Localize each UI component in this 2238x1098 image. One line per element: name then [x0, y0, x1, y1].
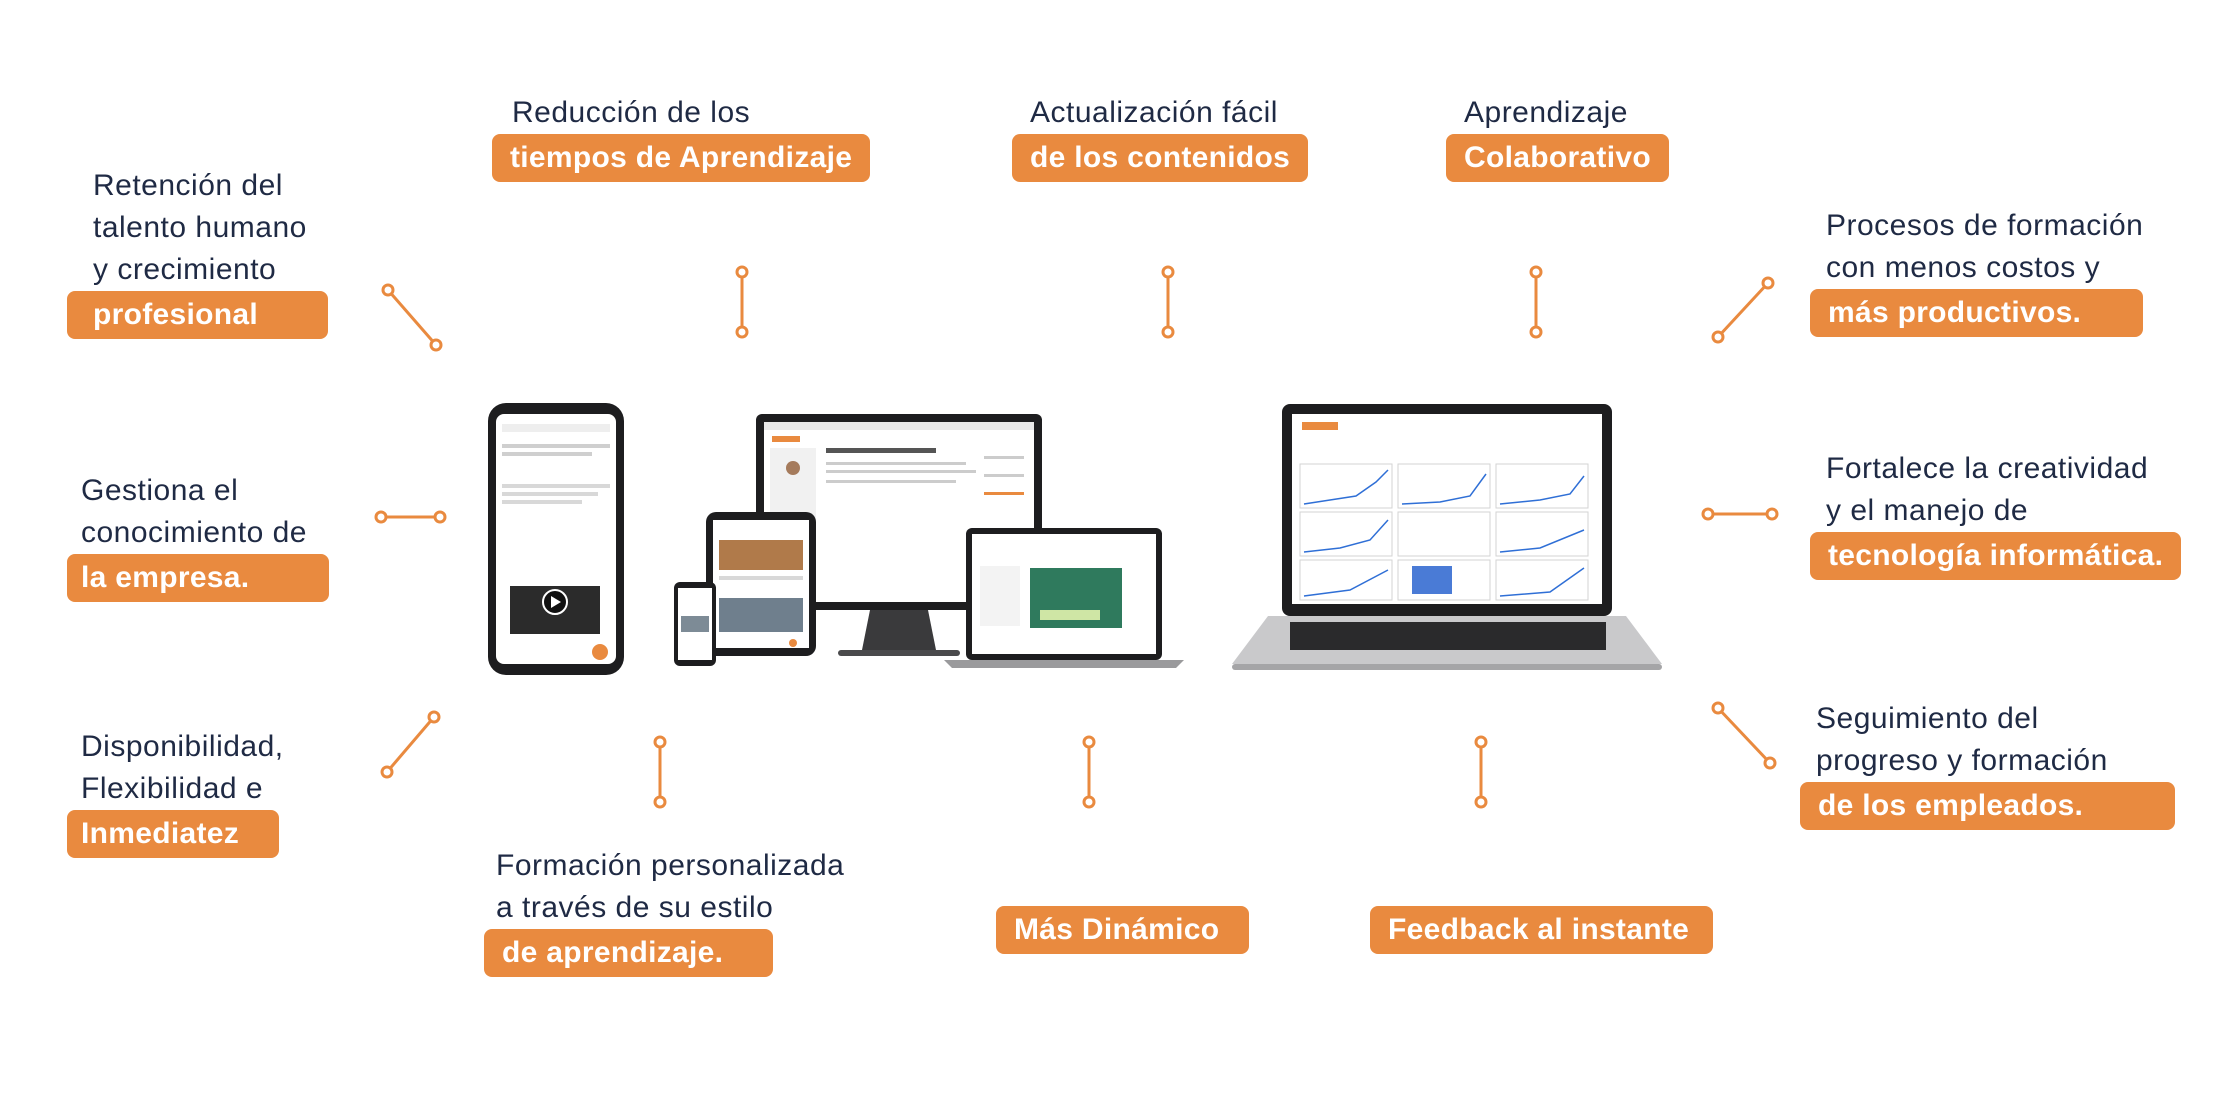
- benefit-reduccion-tiempos: Reducción de los tiempos de Aprendizaje: [492, 92, 871, 182]
- benefit-fortalece-creatividad: Fortalece la creatividad y el manejo de …: [1810, 448, 2182, 580]
- connector-bottom-3: [1474, 735, 1488, 809]
- benefit-highlight: de los empleados.: [1800, 782, 2176, 830]
- benefit-highlight: Feedback al instante: [1370, 906, 1714, 954]
- benefit-line: Procesos de formación: [1826, 209, 2144, 242]
- small-laptop: [944, 528, 1184, 668]
- benefit-procesos-formacion: Procesos de formación con menos costos y…: [1810, 205, 2144, 337]
- benefit-line: y el manejo de: [1826, 494, 2029, 527]
- benefit-seguimiento-progreso: Seguimiento del progreso y formación de …: [1800, 698, 2176, 830]
- benefit-highlight: Inmediatez: [67, 810, 280, 858]
- benefit-formacion-personalizada: Formación personalizada a través de su e…: [484, 845, 844, 977]
- benefit-disponibilidad: Disponibilidad, Flexibilidad e Inmediate…: [67, 726, 284, 858]
- benefit-line: Gestiona el: [81, 474, 239, 507]
- connector-top-left: [381, 283, 443, 352]
- connector-bottom-2: [1082, 735, 1096, 809]
- benefit-line: progreso y formación: [1816, 744, 2108, 777]
- benefit-highlight: tiempos de Aprendizaje: [492, 134, 871, 182]
- connector-top-2: [1161, 265, 1175, 339]
- connector-bottom-1: [653, 735, 667, 809]
- benefit-line: a través de su estilo: [496, 891, 774, 924]
- laptop-icon: [1232, 404, 1662, 670]
- connector-top-3: [1529, 265, 1543, 339]
- connector-top-right: [1711, 276, 1775, 344]
- connector-mid-left: [374, 510, 447, 524]
- connector-bottom-right: [1711, 701, 1777, 770]
- benefit-line: Reducción de los: [512, 96, 751, 129]
- benefit-highlight: Colaborativo: [1446, 134, 1669, 182]
- benefit-highlight: tecnología informática.: [1810, 532, 2182, 580]
- benefit-highlight: la empresa.: [67, 554, 330, 602]
- benefit-highlight: de los contenidos: [1012, 134, 1309, 182]
- benefit-line: con menos costos y: [1826, 251, 2101, 284]
- benefit-line: conocimiento de: [81, 516, 307, 549]
- benefit-line: Fortalece la creatividad: [1826, 452, 2149, 485]
- connector-top-1: [735, 265, 749, 339]
- benefit-feedback: Feedback al instante: [1370, 906, 1714, 954]
- benefit-retencion-talento: Retención del talento humano y crecimien…: [67, 165, 328, 339]
- benefit-line: Flexibilidad e: [81, 772, 264, 805]
- phone-icon: [488, 403, 624, 675]
- benefit-gestiona-conocimiento: Gestiona el conocimiento de la empresa.: [67, 470, 330, 602]
- benefit-line: y crecimiento: [93, 253, 277, 286]
- benefit-line: Aprendizaje: [1464, 96, 1628, 129]
- benefit-highlight: profesional: [67, 291, 328, 339]
- benefit-highlight: Más Dinámico: [996, 906, 1250, 954]
- connector-bottom-left: [380, 710, 441, 779]
- connector-mid-right: [1701, 507, 1779, 521]
- benefit-line: Actualización fácil: [1030, 96, 1278, 129]
- benefit-line: talento humano: [93, 211, 307, 244]
- benefit-line: Seguimiento del: [1816, 702, 2039, 735]
- tablet-icon: [674, 512, 816, 666]
- benefit-highlight: más productivos.: [1810, 289, 2144, 337]
- benefit-line: Formación personalizada: [496, 849, 845, 882]
- benefit-mas-dinamico: Más Dinámico: [996, 906, 1250, 954]
- benefit-aprendizaje-colaborativo: Aprendizaje Colaborativo: [1446, 92, 1669, 182]
- benefit-actualizacion-contenidos: Actualización fácil de los contenidos: [1012, 92, 1309, 182]
- benefit-highlight: de aprendizaje.: [484, 929, 774, 977]
- benefit-line: Disponibilidad,: [81, 730, 284, 763]
- benefit-line: Retención del: [93, 169, 283, 202]
